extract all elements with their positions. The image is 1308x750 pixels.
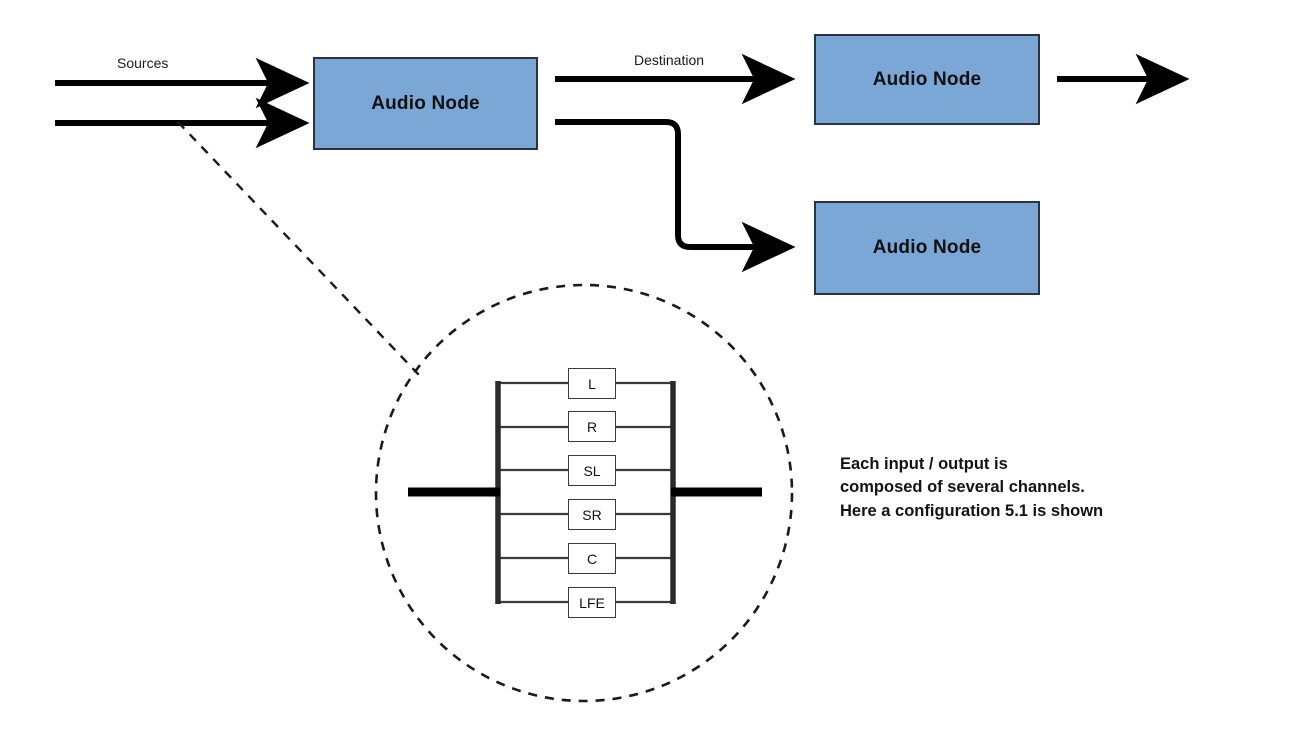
- destination-label: Destination: [634, 52, 705, 68]
- channel-caption: Each input / output is composed of sever…: [840, 455, 1104, 520]
- channel-box-lfe[interactable]: LFE: [568, 587, 616, 618]
- channel-label-l: L: [588, 375, 596, 392]
- audio-node-input-label: Audio Node: [371, 92, 480, 114]
- channel-label-r: R: [586, 418, 598, 435]
- channel-label-sr: SR: [582, 506, 602, 523]
- channel-box-l[interactable]: L: [568, 368, 616, 399]
- magnifier-leader-line: [177, 121, 420, 376]
- audio-node-output-top-label: Audio Node: [872, 68, 982, 90]
- channel-label-c: C: [586, 550, 598, 567]
- sources-label: Sources: [117, 55, 169, 71]
- audio-node-output-bottom-label: Audio Node: [872, 237, 982, 258]
- magnifier-circle: [374, 283, 794, 703]
- channel-box-c[interactable]: C: [568, 543, 616, 574]
- elbow-connector-arrow: [555, 119, 796, 273]
- audio-node-input[interactable]: Audio Node: [313, 57, 538, 150]
- audio-node-output-bottom[interactable]: Audio Node: [814, 201, 1040, 295]
- channel-box-sr[interactable]: SR: [568, 499, 616, 530]
- channel-label-sl: SL: [583, 462, 601, 479]
- channel-label-lfe: LFE: [579, 594, 605, 611]
- channel-box-r[interactable]: R: [568, 411, 616, 442]
- channel-box-sl[interactable]: SL: [568, 455, 616, 486]
- audio-node-output-top[interactable]: Audio Node: [814, 34, 1040, 125]
